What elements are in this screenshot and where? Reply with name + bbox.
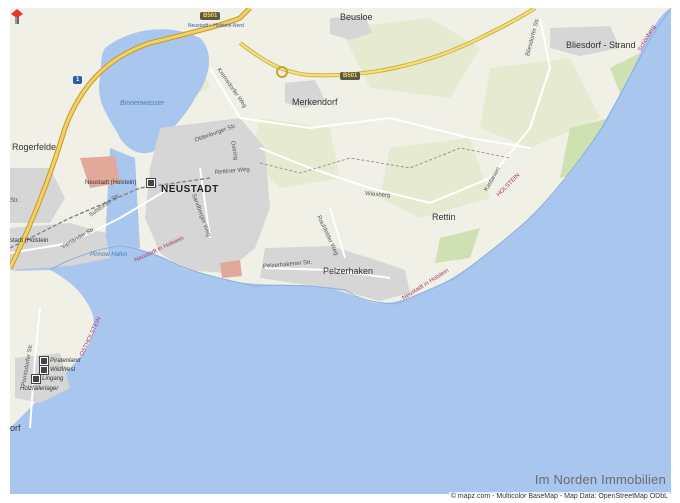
poi-piratenland-icon xyxy=(39,356,49,366)
station-neustadt-holstein: Neustadt (Holstein) xyxy=(85,180,137,186)
coastline xyxy=(49,8,671,305)
watermark: Im Norden Immobilien xyxy=(534,472,666,487)
town-bliesdorf-strand: Bliesdorf - Strand xyxy=(566,40,636,50)
minor-roads xyxy=(10,17,552,429)
street-edge-str: Str. xyxy=(10,198,20,204)
poi-piratenland: Piratenland xyxy=(50,358,81,364)
road-shield-b501-mid: B501 xyxy=(340,72,361,80)
merkendorf-urban xyxy=(285,80,325,108)
station-icon xyxy=(146,178,156,188)
beusloe-urban xyxy=(330,16,372,40)
bliesdorf-urban xyxy=(550,26,620,56)
municipal-boundary xyxy=(259,147,511,174)
commercial-highlight xyxy=(220,260,242,278)
poi-wildwest-icon xyxy=(39,365,49,375)
poi-lingang: Lingang xyxy=(42,376,64,382)
map-base-layer xyxy=(10,8,671,494)
water-hafen: Pinnow Hafen xyxy=(90,252,128,258)
town-rettin: Rettin xyxy=(432,212,456,222)
poi-wildwest: WildWest xyxy=(50,367,76,373)
residential-highlight xyxy=(80,156,120,188)
binnenwasser-lake xyxy=(99,29,210,154)
junction-label: Neustadt i. Holstein-Nord xyxy=(188,23,244,29)
map-canvas[interactable]: B501 B501 1 Neustadt i. Holstein-Nord Be… xyxy=(10,8,671,494)
town-neustadt: NEUSTADT xyxy=(161,184,219,195)
map-attribution[interactable]: © mapz.com - Multicolor BaseMap - Map Da… xyxy=(448,492,670,501)
location-marker-icon[interactable] xyxy=(10,8,24,26)
baltic-sea xyxy=(10,8,671,494)
south-urban xyxy=(15,353,70,403)
road-shield-a1: 1 xyxy=(73,76,83,84)
town-pelzerhaken: Pelzerhaken xyxy=(323,266,374,276)
pelzerhaken-urban xyxy=(260,246,410,301)
railway xyxy=(10,177,211,249)
rogerfelde-urban xyxy=(10,168,65,223)
water-binnenwasser: Binnenwasser xyxy=(120,100,164,107)
neustadt-urban xyxy=(145,118,270,273)
poi-holzfaellerlager: Holzfällerlager xyxy=(20,386,59,392)
town-merkendorf: Merkendorf xyxy=(292,97,338,107)
poi-lingang-icon xyxy=(31,374,41,384)
urban-areas xyxy=(10,16,620,403)
road-shield-b501-top: B501 xyxy=(200,12,221,20)
town-edge-orf: orf xyxy=(10,423,21,433)
junction-loop xyxy=(276,66,288,78)
town-rogerfelde: Rogerfelde xyxy=(12,142,57,152)
station-neustadt-holstein-west: stadt (Holstein xyxy=(10,238,49,244)
town-beusloe: Beusloe xyxy=(340,12,373,22)
